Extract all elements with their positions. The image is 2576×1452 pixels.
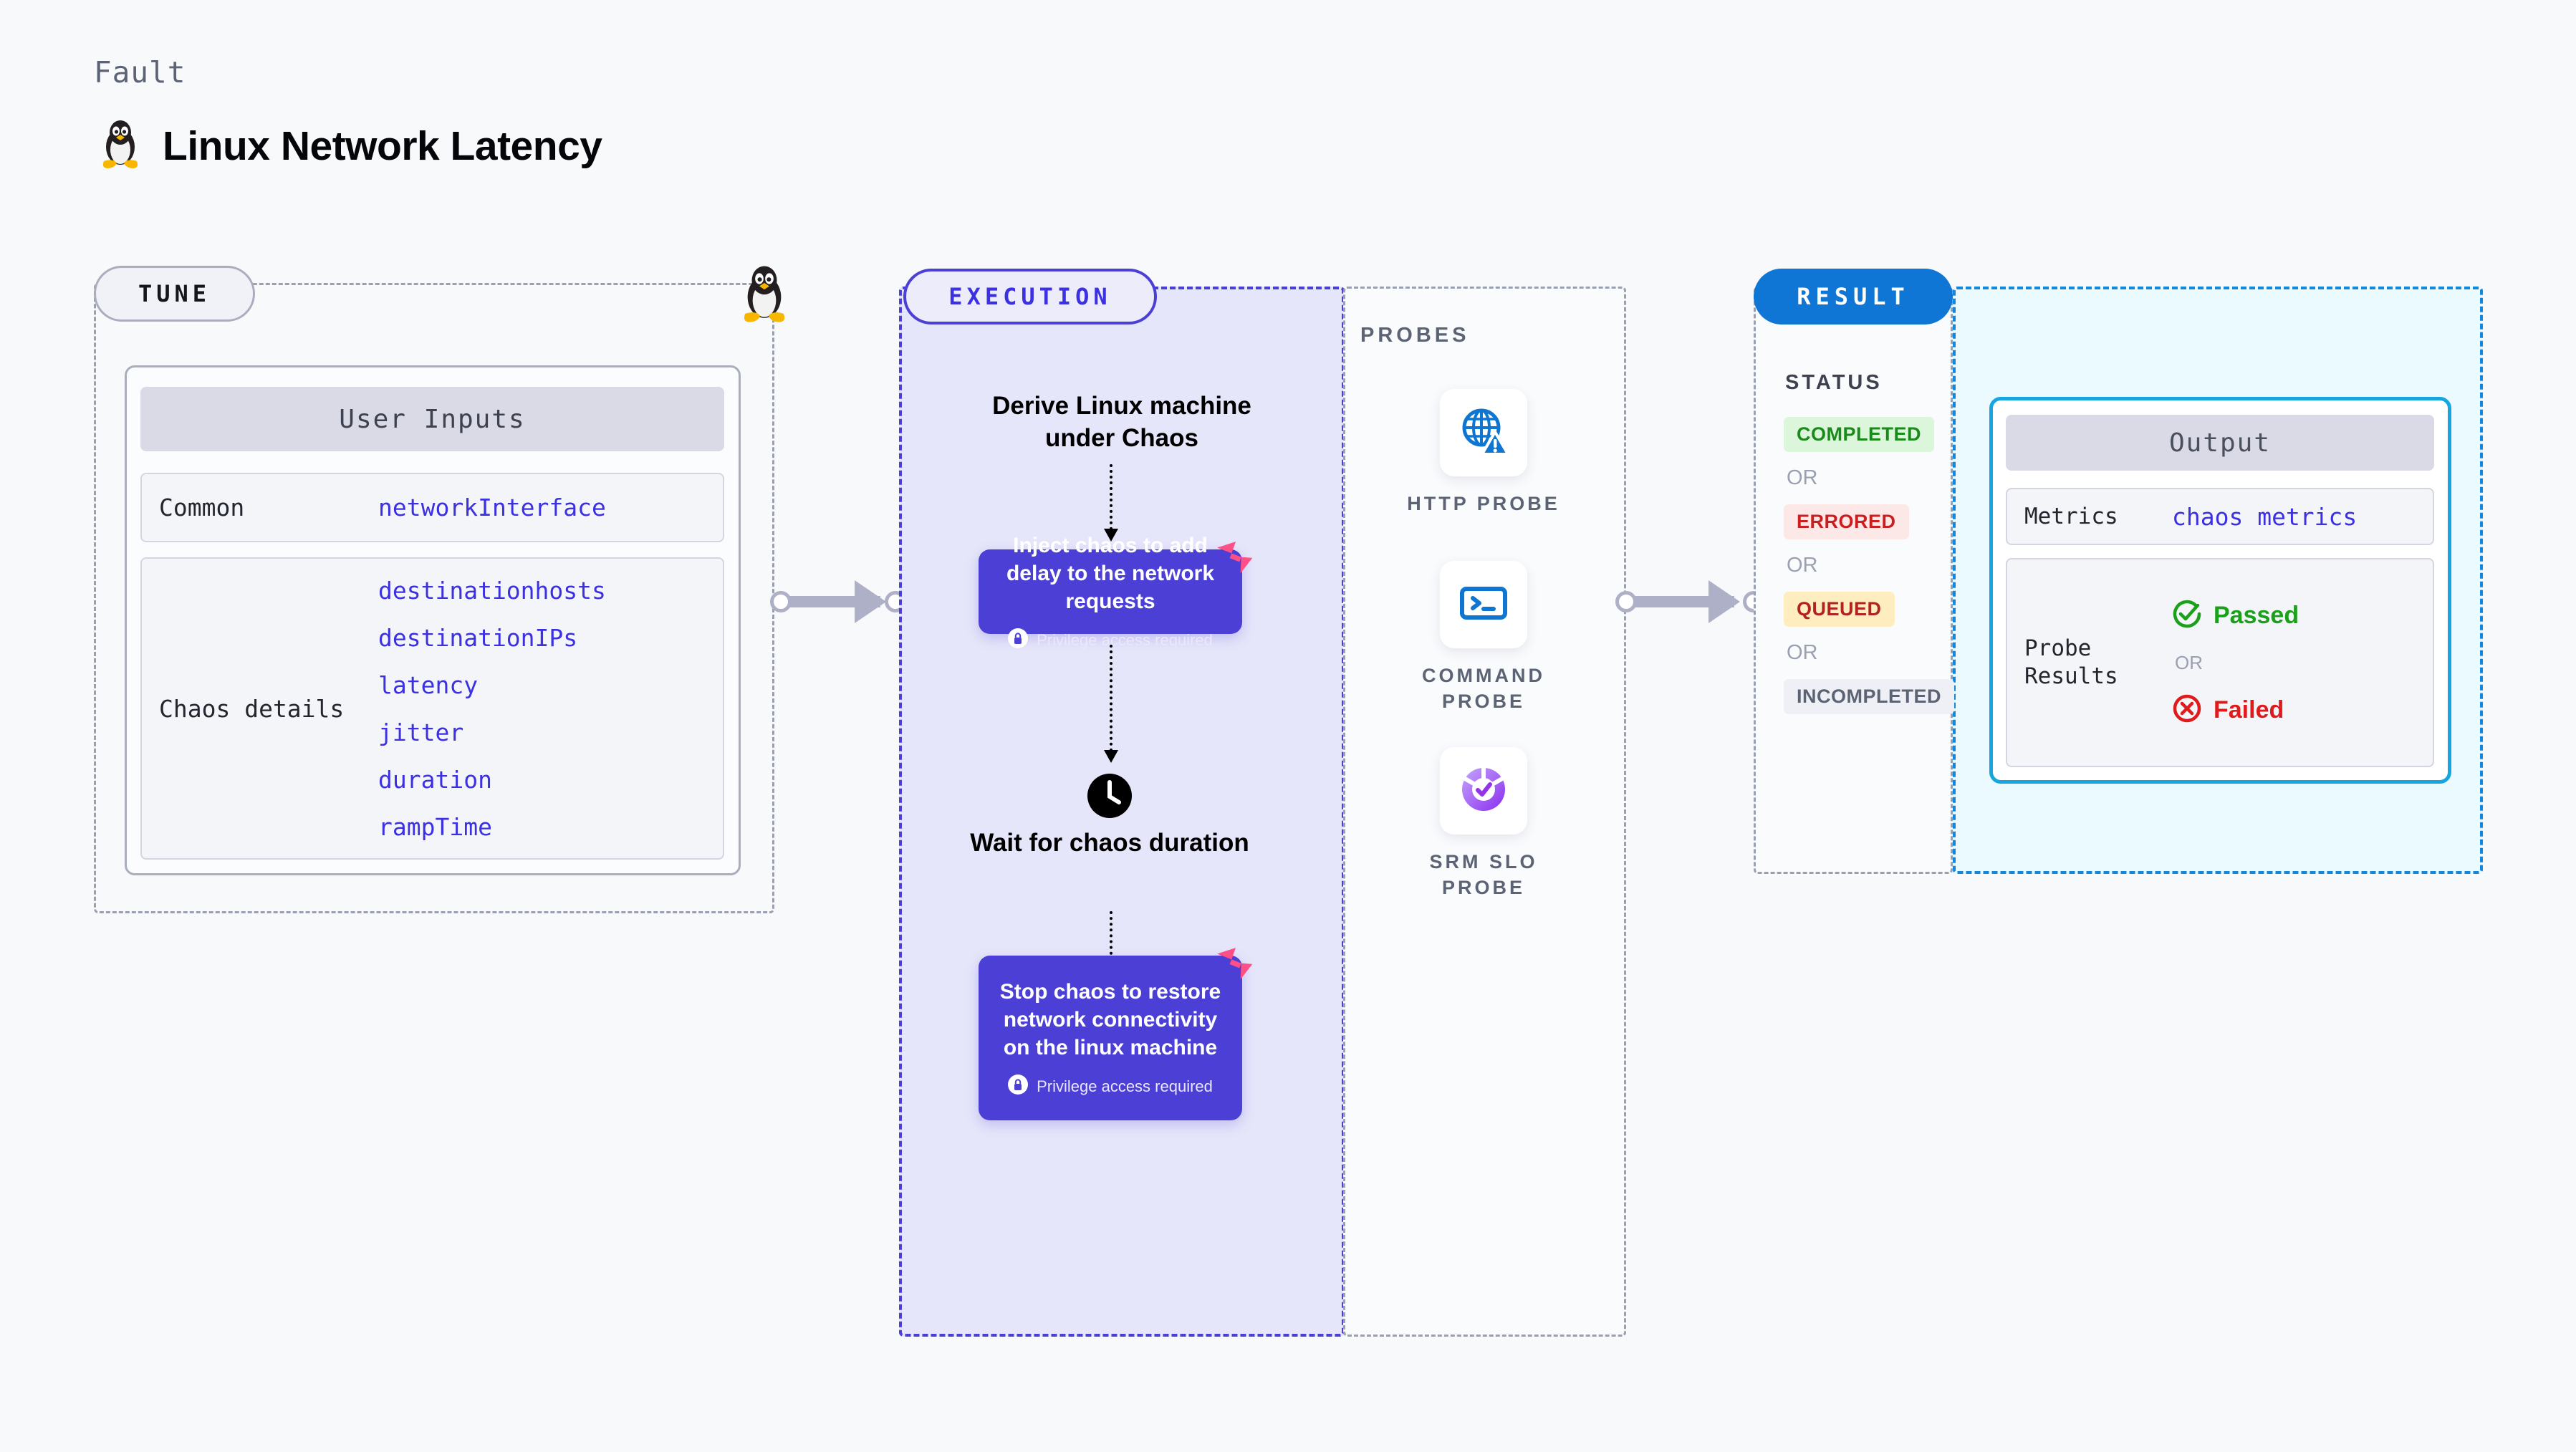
harness-logo-icon	[1215, 534, 1258, 577]
user-inputs-header: User Inputs	[140, 387, 724, 451]
page-eyebrow: Fault	[94, 55, 186, 90]
probe-tile	[1440, 561, 1527, 648]
tune-row-label: Chaos details	[159, 694, 345, 723]
tune-value: duration	[378, 765, 492, 794]
probe-result-passed: Passed	[2172, 599, 2299, 633]
slo-donut-check-icon	[1456, 762, 1511, 820]
flow-arrow-2	[1104, 645, 1118, 763]
privilege-note: Privilege access required	[1008, 628, 1213, 652]
result-pill-label: RESULT	[1754, 269, 1953, 324]
tune-row-chaos-details: Chaos details destinationhosts destinati…	[140, 557, 724, 860]
status-badge-completed: COMPLETED	[1784, 417, 1935, 452]
tune-pill-label: TUNE	[94, 266, 255, 322]
or-separator: OR	[1787, 641, 1818, 664]
connector-tune-to-execution	[770, 580, 906, 623]
output-row-label: Probe Results	[2024, 635, 2118, 689]
flow-arrow-1	[1104, 464, 1118, 542]
result-status-section	[1754, 287, 1953, 874]
status-badge-queued: QUEUED	[1784, 592, 1895, 627]
globe-warning-icon	[1456, 403, 1512, 463]
linux-penguin-icon	[738, 264, 791, 324]
page-title: Linux Network Latency	[163, 122, 602, 169]
probe-item-http[interactable]: HTTP PROBE	[1390, 389, 1577, 516]
probe-failed-label: Failed	[2214, 696, 2284, 723]
status-title: STATUS	[1785, 371, 1883, 394]
status-list: COMPLETED OR ERRORED OR QUEUED OR INCOMP…	[1784, 417, 1955, 714]
tune-row-values: networkInterface	[378, 494, 606, 521]
probe-passed-label: Passed	[2214, 601, 2299, 629]
execution-step-stop-card[interactable]: Stop chaos to restore network connectivi…	[979, 948, 1253, 1120]
status-badge-incompleted: INCOMPLETED	[1784, 679, 1955, 714]
lock-icon	[1008, 628, 1029, 652]
connector-execution-to-result	[1615, 580, 1764, 623]
probe-tile	[1440, 389, 1527, 476]
output-metrics-value: chaos metrics	[2172, 502, 2358, 531]
probe-label: SRM SLO PROBE	[1429, 851, 1538, 899]
privilege-text: Privilege access required	[1037, 1077, 1213, 1095]
clock-icon	[1087, 774, 1132, 818]
linux-penguin-icon	[98, 118, 143, 173]
output-card-header: Output	[2006, 415, 2434, 471]
check-circle-icon	[2172, 599, 2202, 633]
tune-value: destinationIPs	[378, 623, 578, 652]
output-row-probe-results: Probe Results Passed OR Failed	[2006, 558, 2434, 767]
tune-value: networkInterface	[378, 494, 606, 521]
tune-value: latency	[378, 670, 479, 699]
execution-step-wait-label: Wait for chaos duration	[970, 829, 1249, 857]
tune-value: jitter	[378, 718, 464, 746]
privilege-note: Privilege access required	[1008, 1074, 1213, 1098]
terminal-icon	[1457, 577, 1510, 633]
probe-result-values: Passed OR Failed	[2172, 599, 2299, 727]
close-circle-icon	[2172, 693, 2202, 727]
tune-row-common: Common networkInterface	[140, 473, 724, 542]
tune-row-label: Common	[159, 494, 245, 521]
privilege-text: Privilege access required	[1037, 630, 1213, 649]
probe-result-failed: Failed	[2172, 693, 2299, 727]
or-separator: OR	[1787, 554, 1818, 577]
page-title-row: Linux Network Latency	[98, 118, 602, 173]
tune-value: rampTime	[378, 812, 492, 841]
or-separator: OR	[1787, 466, 1818, 489]
probes-title: PROBES	[1360, 324, 1470, 347]
execution-pill-label: EXECUTION	[903, 269, 1157, 324]
lock-icon	[1008, 1074, 1029, 1098]
probe-label: HTTP PROBE	[1407, 493, 1560, 514]
step-card-title: Inject chaos to add delay to the network…	[1006, 534, 1215, 613]
probe-tile	[1440, 747, 1527, 835]
execution-step-inject-card[interactable]: Inject chaos to add delay to the network…	[979, 534, 1253, 649]
step-card-title: Stop chaos to restore network connectivi…	[999, 980, 1221, 1059]
output-row-metrics: Metrics chaos metrics	[2006, 488, 2434, 545]
output-row-label: Metrics	[2024, 503, 2118, 529]
harness-logo-icon	[1215, 940, 1258, 983]
probe-item-command[interactable]: COMMAND PROBE	[1390, 561, 1577, 715]
execution-step-derive-label: Derive Linux machine under Chaos	[992, 392, 1251, 452]
probe-label: COMMAND PROBE	[1422, 665, 1545, 713]
tune-value: destinationhosts	[378, 576, 606, 605]
or-separator: OR	[2175, 651, 2203, 673]
tune-row-values: destinationhosts destinationIPs latency …	[378, 577, 606, 841]
status-badge-errored: ERRORED	[1784, 504, 1909, 539]
probe-item-srm-slo[interactable]: SRM SLO PROBE	[1390, 747, 1577, 901]
